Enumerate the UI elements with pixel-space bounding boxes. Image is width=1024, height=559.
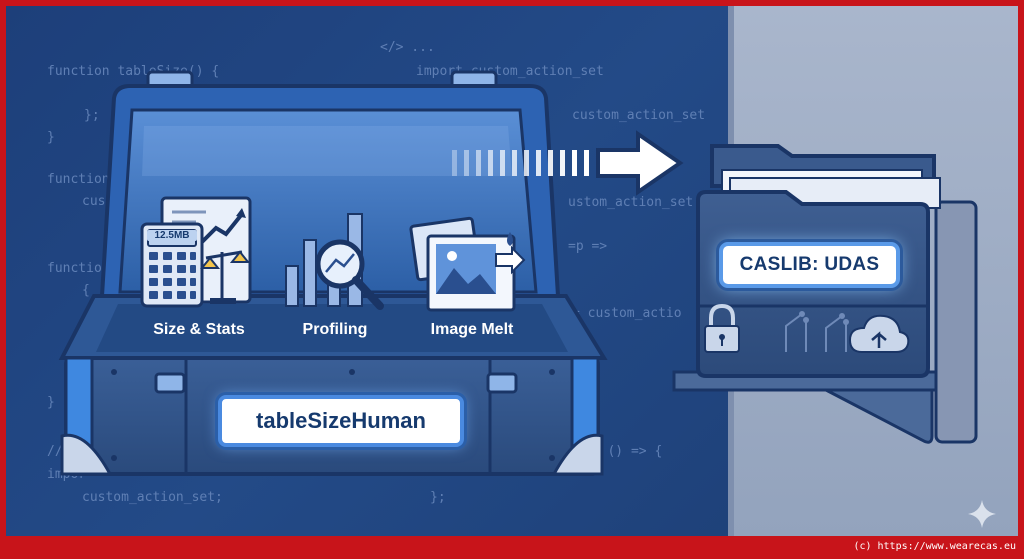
arrow-right-icon xyxy=(495,245,526,275)
calculator-icon xyxy=(140,222,204,308)
chart-icon xyxy=(200,212,244,244)
credit-text: (c) https://www.wearecas.eu xyxy=(853,541,1016,552)
profiling-tool xyxy=(285,213,384,310)
image-icon xyxy=(426,232,526,312)
toolbox-artwork xyxy=(58,70,996,528)
lock-icon xyxy=(704,303,740,353)
transfer-arrow xyxy=(452,130,684,196)
size-stats-tool xyxy=(140,196,252,308)
code-line: custom_action_set xyxy=(572,108,706,123)
code-line: } xyxy=(47,130,55,145)
size-stats-label: Size & Stats xyxy=(153,321,245,338)
cloud-upload-icon xyxy=(848,314,910,353)
image-melt-tool xyxy=(409,216,526,312)
scale-icon xyxy=(199,250,251,304)
code-line: }; xyxy=(430,490,446,505)
toolbox-name-plate: tableSizeHuman xyxy=(218,395,464,447)
sparkle-icon xyxy=(968,500,996,528)
image-melt-label: Image Melt xyxy=(430,321,514,338)
profiling-label: Profiling xyxy=(302,321,368,338)
code-line: }; xyxy=(84,108,100,123)
code-line: =p => xyxy=(568,239,608,254)
code-line: } xyxy=(47,395,55,410)
code-line: ustom_action_set xyxy=(568,195,694,210)
code-line: custom_action_set; xyxy=(82,490,223,505)
code-line: { xyxy=(82,283,90,298)
magnifier-icon xyxy=(315,239,384,310)
code-line: function xyxy=(47,172,110,187)
code-line: function xyxy=(47,261,110,276)
caslib-label: CASLIB: UDAS xyxy=(719,242,900,288)
illustration-scene: </> ... function tableSize() { import cu… xyxy=(6,6,1018,536)
calculator-screen-text: 12.5MB xyxy=(147,230,197,241)
caslib-folder xyxy=(672,144,978,444)
code-line: </> ... xyxy=(380,40,435,55)
